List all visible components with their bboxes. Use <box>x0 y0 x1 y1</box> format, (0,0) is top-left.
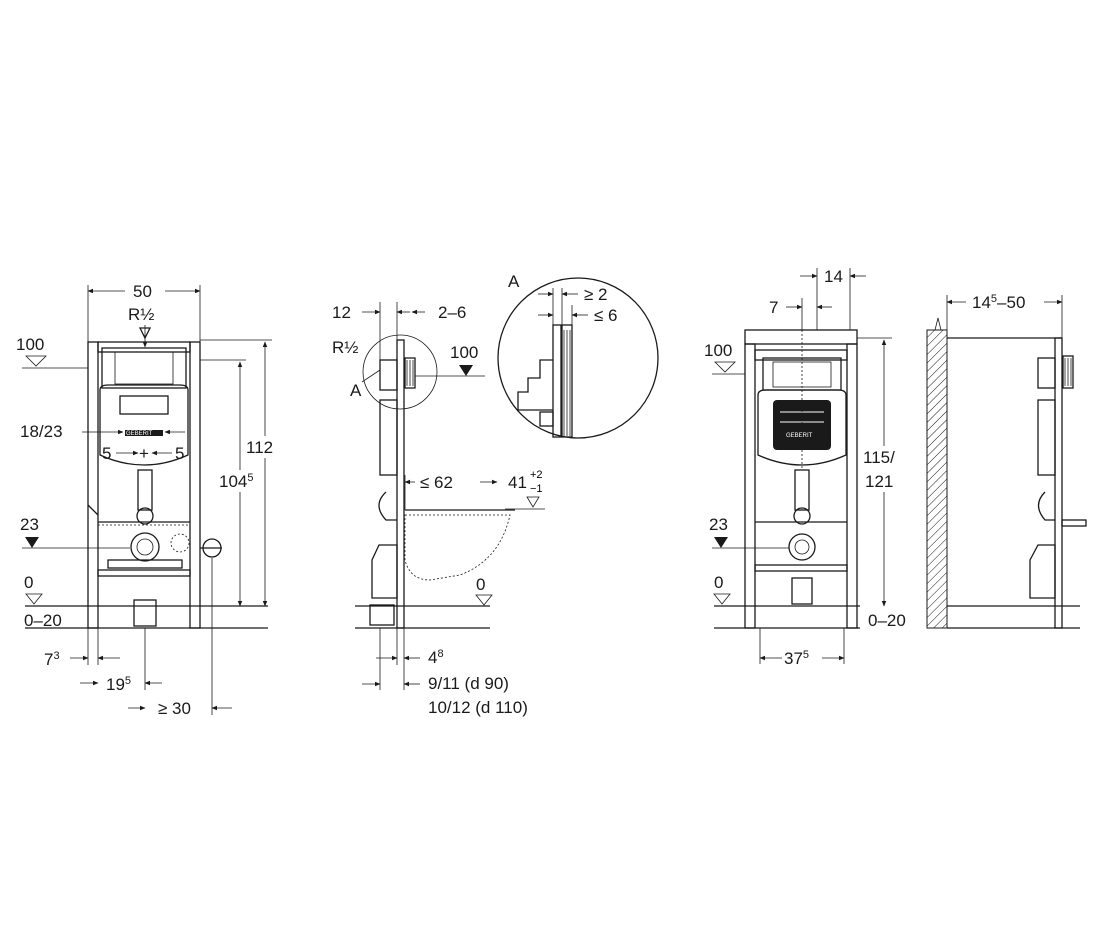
alt-width: 375 <box>784 649 809 668</box>
side-level-top: 100 <box>450 343 478 362</box>
side-seat-tol-plus: +2 <box>530 469 543 481</box>
alt-level-drain: 23 <box>709 515 728 534</box>
alt-top-offset: 14 <box>824 267 843 286</box>
side-depth-top: 12 <box>332 303 351 322</box>
side-wall-offset: 48 <box>428 648 444 667</box>
wall-distance: 145–50 <box>972 293 1025 312</box>
front-flush-plate-label: 18/23 <box>20 422 63 441</box>
front-floor-range: 0–20 <box>24 611 62 630</box>
wall-view: 145–50 <box>926 293 1087 629</box>
front-view: GEBERIT 50 R½ 100 18/23 <box>16 282 284 718</box>
side-pipe-d110: 10/12 (d 110) <box>428 698 528 717</box>
side-pipe-d90: 9/11 (d 90) <box>428 674 509 693</box>
brand-mark-alt: GEBERIT <box>786 433 813 439</box>
side-detail-a-marker: A <box>350 381 362 400</box>
front-height-frame: 1045 <box>219 472 254 491</box>
alt-height-b: 121 <box>865 472 893 491</box>
front-min-spacing: ≥ 30 <box>158 699 191 718</box>
alt-level-floor: 0 <box>714 573 723 592</box>
front-level-floor: 0 <box>24 573 33 592</box>
front-level-top: 100 <box>16 335 44 354</box>
side-seat-height: 41 <box>508 473 527 492</box>
front-center-cross: + <box>139 444 149 463</box>
side-seat-tol-minus: −1 <box>530 483 543 495</box>
brand-mark-front: GEBERIT <box>126 431 153 437</box>
detail-a-label: A <box>508 272 520 291</box>
front-button-left: 5 <box>102 444 111 463</box>
flush-plate-shape <box>125 430 163 436</box>
side-view: 12 2–6 R½ A 100 ≤ 62 41 +2 −1 0 48 <box>332 302 545 717</box>
front-drain-offset: 195 <box>106 675 131 694</box>
front-view-alt: GEBERIT 14 7 100 115/ 121 23 <box>704 267 910 668</box>
detail-a: A ≥ 2 ≤ 6 <box>497 272 659 439</box>
side-bowl-projection: ≤ 62 <box>420 473 453 492</box>
side-connection-label: R½ <box>332 338 358 357</box>
alt-side-offset: 7 <box>769 298 778 317</box>
side-depth-range: 2–6 <box>438 303 466 322</box>
alt-height-a: 115/ <box>863 448 895 467</box>
front-leg-offset: 73 <box>44 650 60 669</box>
side-level-floor: 0 <box>476 575 485 594</box>
front-connection-label: R½ <box>128 305 154 324</box>
detail-gap-min: ≥ 2 <box>584 285 608 304</box>
front-button-right: 5 <box>175 444 184 463</box>
alt-floor-range: 0–20 <box>868 611 906 630</box>
front-level-drain: 23 <box>20 515 39 534</box>
front-height-total: 112 <box>246 438 273 457</box>
alt-level-top: 100 <box>704 341 732 360</box>
detail-gap-max: ≤ 6 <box>594 306 618 325</box>
front-width-label: 50 <box>133 282 152 301</box>
